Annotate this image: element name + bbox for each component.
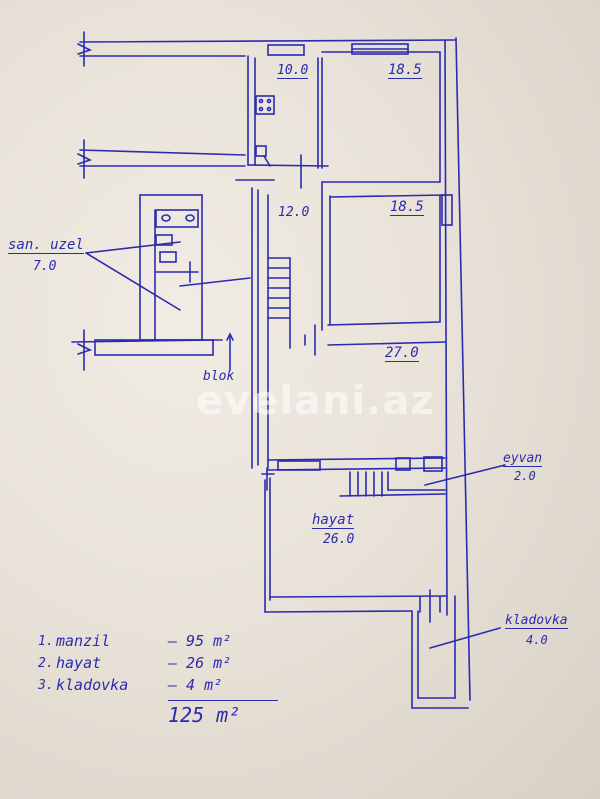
summary-row: 2. hayat – 26 m²: [38, 654, 232, 672]
watermark: evelani.az: [196, 378, 435, 424]
callout-san-uzel-area: 7.0: [33, 259, 57, 274]
summary-row: 3. kladovka – 4 m²: [38, 676, 223, 694]
room-area-corridor: 12.0: [278, 205, 310, 220]
room-area-living: 27.0: [385, 345, 419, 362]
callout-blok-label: blok: [203, 369, 235, 384]
callout-hayat-area: 26.0: [323, 532, 355, 547]
area-summary: 1. manzil – 95 m² 2. hayat – 26 m² 3. kl…: [38, 630, 278, 727]
summary-row: 1. manzil – 95 m²: [38, 632, 232, 650]
callout-san-uzel-label: san. uzel: [8, 237, 84, 254]
callout-hayat-label: hayat: [312, 512, 355, 529]
callout-eyvan-label: eyvan: [503, 451, 543, 467]
callout-kladovka-label: kladovka: [505, 613, 568, 629]
room-area-middle-right: 18.5: [390, 199, 424, 216]
room-area-kitchen: 10.0: [277, 63, 309, 79]
summary-total: 125 m²: [168, 700, 278, 727]
callout-kladovka-area: 4.0: [526, 633, 548, 647]
room-area-top-right: 18.5: [388, 62, 422, 79]
callout-eyvan-area: 2.0: [514, 469, 536, 483]
